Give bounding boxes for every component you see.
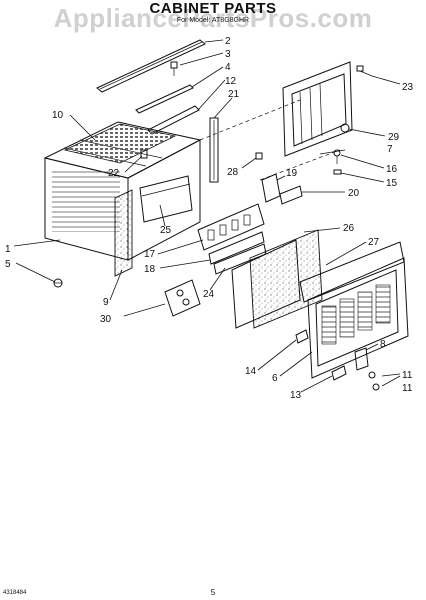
callout-28: 28 [227,167,239,178]
callout-13: 13 [290,390,302,401]
part-fastener [340,123,350,133]
callout-8: 8 [380,339,386,350]
part-side-frame [282,61,353,157]
page-title: CABINET PARTS [149,0,277,17]
leader-lines [13,39,401,393]
callout-12: 12 [225,76,237,87]
callout-15: 15 [386,178,398,189]
callout-27: 27 [368,237,380,248]
part-screw [170,61,178,76]
page-subtitle: For Model: AT8G8GHR [176,17,250,24]
page-number: 5 [210,588,216,597]
part-front-tab [331,365,347,381]
part-cabinet-screw [53,278,63,288]
part-bar [135,84,194,114]
callout-7: 7 [387,144,393,155]
callout-21: 21 [228,89,240,100]
part-front-panel [299,241,405,303]
part-front-grille [307,257,409,379]
callout-4: 4 [225,62,231,73]
part-front-screws [368,371,380,391]
part-grille-tab [295,329,309,344]
callout-20: 20 [348,188,360,199]
part-vertical-strip [209,117,219,183]
part-front-clip [354,347,369,371]
part-inner-base [139,175,193,223]
callout-17: 17 [144,249,156,260]
callout-30: 30 [100,314,112,325]
part-air-filter [231,229,323,329]
callout-11a: 11 [402,370,413,381]
footer-code: 4318484 [3,590,27,596]
part-bracket-assembly [261,173,303,205]
callout-5: 5 [5,259,11,270]
callout-16: 16 [386,164,398,175]
callout-24: 24 [203,289,215,300]
part-small-clip [255,152,263,160]
callout-23: 23 [402,82,414,93]
callout-22: 22 [108,168,120,179]
callout-18: 18 [144,264,156,275]
part-side-panel [114,189,133,277]
part-bolt-and-washer [333,149,342,175]
callout-14: 14 [245,366,257,377]
callout-2: 2 [225,36,231,47]
callout-29: 29 [388,132,400,143]
part-clip [140,149,148,159]
callout-9: 9 [103,297,109,308]
callout-6: 6 [272,373,278,384]
callout-3: 3 [225,49,231,60]
part-mounting-plate [208,231,265,265]
callout-1: 1 [5,244,11,255]
part-control-box [164,279,201,317]
part-screw-small [356,65,373,77]
callout-25: 25 [160,225,172,236]
callout-labels: 1 2 3 4 5 6 7 8 9 10 11 11 12 13 14 15 1… [5,36,414,401]
callout-11b: 11 [402,383,413,394]
callout-10: 10 [52,110,64,121]
part-control-bracket [197,203,265,251]
part-top-rail [96,39,206,93]
callout-26: 26 [343,223,355,234]
callout-19: 19 [286,168,298,179]
part-top-grille [63,123,177,164]
